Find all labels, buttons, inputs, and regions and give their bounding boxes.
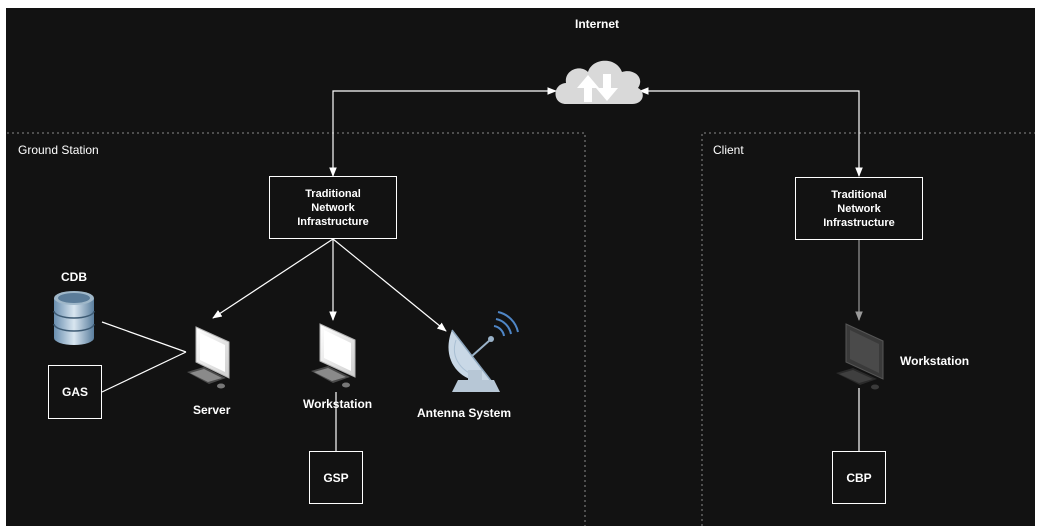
database-icon: [53, 291, 95, 345]
edge-cdb-server: [101, 321, 187, 353]
gs-network-line-2: Network: [311, 201, 355, 214]
diagram-background: [6, 8, 1035, 526]
edge-gs-network-internet: [329, 87, 557, 177]
ground-station-group-border: [7, 132, 586, 526]
computer-icon: [311, 323, 356, 388]
cdb-label: CDB: [61, 270, 87, 284]
gsp-box[interactable]: GSP: [309, 451, 363, 504]
client-group-border: [701, 132, 1035, 526]
ground-station-group-label: Ground Station: [18, 143, 99, 157]
gas-box[interactable]: GAS: [48, 365, 102, 419]
gs-network-line-3: Infrastructure: [297, 215, 369, 228]
computer-icon: [836, 323, 884, 390]
antenna-system-label: Antenna System: [417, 406, 512, 420]
edge-gas-server: [101, 351, 187, 393]
internet-label: Internet: [575, 17, 620, 31]
edge-gs-network-antenna: [332, 238, 447, 332]
client-network-line-2: Network: [837, 202, 881, 215]
cbp-label: CBP: [846, 470, 872, 485]
gs-network-line-1: Traditional: [305, 187, 361, 200]
gas-label: GAS: [61, 385, 88, 399]
gsp-label: GSP: [323, 470, 349, 485]
cloud-upload-download-icon: [555, 60, 643, 104]
satellite-dish-icon: [448, 311, 519, 392]
edge-client-network-internet: [639, 87, 863, 177]
client-workstation-label: Workstation: [900, 354, 970, 368]
edge-gs-network-server: [212, 238, 334, 319]
client-network-line-3: Infrastructure: [823, 216, 895, 229]
gs-workstation-label: Workstation: [303, 397, 373, 411]
client-network-infrastructure-box[interactable]: Traditional Network Infrastructure: [795, 177, 923, 240]
cbp-box[interactable]: CBP: [832, 451, 886, 504]
client-network-line-1: Traditional: [831, 188, 887, 201]
computer-icon: [187, 326, 230, 389]
client-group-label: Client: [713, 143, 744, 157]
server-label: Server: [193, 403, 231, 417]
gs-network-infrastructure-box[interactable]: Traditional Network Infrastructure: [269, 176, 397, 239]
